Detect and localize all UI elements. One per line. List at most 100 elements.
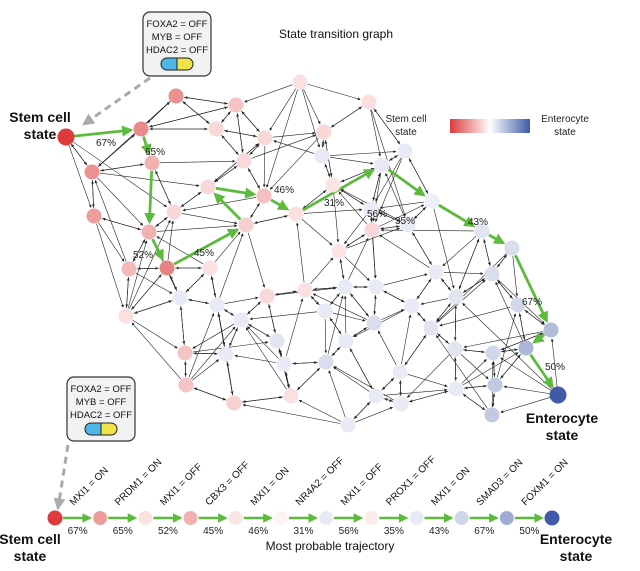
state-node (317, 303, 333, 319)
state-node (448, 381, 464, 397)
path-pct-9: 43% (468, 217, 488, 228)
state-node (257, 130, 273, 146)
state-node (364, 222, 380, 238)
path-edge (213, 192, 242, 221)
graph-edge (149, 106, 229, 128)
graph-edge (500, 397, 551, 414)
trajectory-gene-label: CBX3 = OFF (203, 460, 251, 508)
state-node (423, 320, 439, 336)
graph-edge (303, 208, 363, 214)
graph-edge (519, 312, 526, 340)
state-node (448, 289, 464, 305)
graph-edge (130, 274, 162, 311)
graph-edge (184, 96, 229, 105)
trajectory-percent-label: 43% (429, 526, 449, 537)
trajectory-start-line1: Stem cell (0, 531, 61, 547)
graph-edge (381, 378, 394, 391)
graph-edge (409, 158, 429, 195)
graph-edge (383, 273, 428, 286)
graph-edge (329, 293, 340, 306)
graph-edge (437, 253, 507, 322)
trajectory-node (319, 511, 334, 525)
state-node (340, 417, 356, 433)
graph-edge (96, 223, 124, 308)
graph-edge (310, 296, 320, 306)
graph-edge (352, 327, 367, 337)
state-node (226, 395, 242, 411)
state-node (133, 121, 149, 137)
path-edge (215, 186, 257, 199)
graph-edge (463, 348, 486, 353)
state-node (292, 74, 308, 90)
trajectory-node (409, 511, 424, 525)
graph-edge (269, 88, 297, 131)
trajectory-title: Most probable trajectory (266, 539, 395, 553)
state-node (256, 188, 272, 204)
graph-edge (443, 271, 484, 276)
graph-edge (501, 348, 519, 353)
trajectory-percent-label: 56% (339, 526, 359, 537)
state-node (121, 261, 137, 277)
state-node (428, 264, 444, 280)
state-node (202, 260, 218, 276)
condition-bottom-line1: FOXA2 = OFF (71, 384, 132, 395)
path-edge (173, 228, 240, 266)
trajectory-percent-label: 31% (293, 526, 313, 537)
trajectory-node (454, 511, 469, 525)
graph-edge (321, 140, 325, 149)
graph-edge (435, 303, 451, 322)
graph-edge (372, 237, 377, 279)
state-node (297, 282, 313, 298)
graph-edge (497, 280, 514, 300)
graph-edge (409, 390, 449, 403)
graph-edge (245, 327, 287, 390)
graph-edge (483, 239, 491, 267)
graph-edge (441, 278, 452, 291)
graph-edge (221, 135, 239, 156)
trajectory-node (499, 511, 514, 525)
graph-edge (383, 290, 406, 303)
graph-edge (188, 313, 215, 378)
graph-edge (407, 374, 448, 388)
state-node (141, 224, 157, 240)
graph-edge (127, 240, 148, 309)
state-node (487, 377, 503, 393)
trajectory-node (93, 511, 108, 525)
state-node (368, 279, 384, 295)
graph-edge (228, 327, 238, 347)
path-pct-2: 65% (145, 147, 165, 158)
graph-edge (249, 203, 260, 219)
state-node (269, 333, 285, 349)
state-node (209, 297, 225, 313)
graph-edge (262, 145, 266, 188)
graph-edge (213, 143, 259, 183)
trajectory-percent-label: 52% (158, 526, 178, 537)
graph-edge (129, 219, 171, 309)
trajectory-node (138, 511, 153, 525)
graph-edge (380, 225, 401, 230)
condition-top-line2: MYB = OFF (152, 32, 203, 43)
graph-edge (379, 234, 430, 268)
graph-edge (155, 170, 171, 205)
condition-box-top: FOXA2 = OFF MYB = OFF HDAC2 = OFF (82, 11, 212, 126)
trajectory-percent-label: 65% (113, 526, 133, 537)
path-percent-labels: 67% 65% 52% 45% 46% 31% 56% 35% 43% 67% … (96, 138, 565, 373)
graph-edge (273, 140, 315, 154)
state-node (474, 223, 490, 239)
graph-edge (100, 163, 145, 172)
graph-edge (442, 236, 477, 267)
graph-edge (461, 359, 487, 384)
graph-edge (248, 168, 261, 190)
state-node (228, 97, 244, 113)
condition-top-dashed-arrow (82, 76, 151, 126)
trajectory-percent-label: 35% (384, 526, 404, 537)
trajectory-percent-label: 45% (203, 526, 223, 537)
graph-edge (253, 215, 288, 224)
path-edge (514, 254, 548, 323)
condition-bottom-line3: HDAC2 = OFF (70, 410, 132, 421)
graph-edge (302, 190, 327, 210)
graph-edge (458, 239, 480, 290)
graph-edge (179, 306, 185, 346)
graph-start-label-line2: state (24, 126, 57, 142)
